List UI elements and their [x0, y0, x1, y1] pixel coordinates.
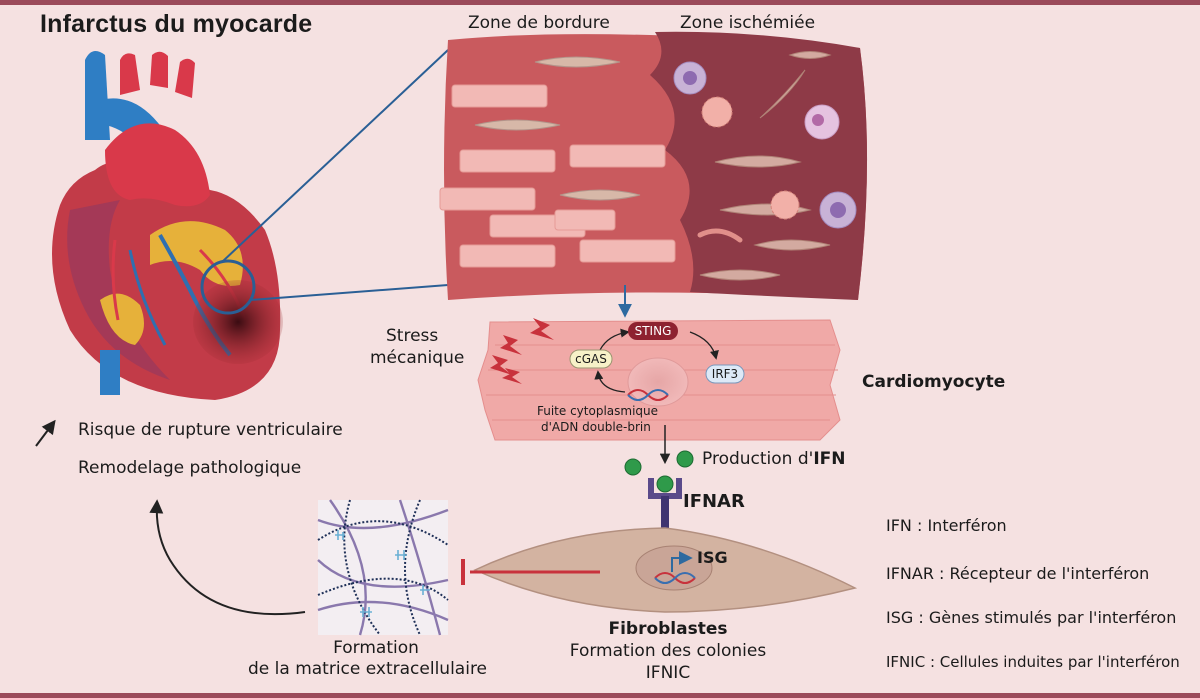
border-zone-label: Zone de bordure — [468, 13, 610, 33]
matrix-label-line1: Formation — [333, 638, 419, 658]
ifn-production-label: Production d'IFN — [702, 449, 846, 469]
colony-formation-label: Formation des colonies — [569, 641, 767, 661]
sting-box-label: STING — [634, 324, 672, 338]
irf3-box-label: IRF3 — [711, 367, 739, 381]
top-border — [0, 0, 1200, 5]
tissue-panel — [439, 31, 868, 301]
figure-title: Infarctus du myocarde — [40, 10, 313, 38]
rupture-risk-label: Risque de rupture ventriculaire — [78, 420, 343, 440]
ifnar-label: IFNAR — [683, 491, 745, 512]
ifnar-receptor — [648, 478, 682, 531]
legend-item-isg: ISG : Gènes stimulés par l'interféron — [886, 608, 1177, 627]
stress-label-line1: Stress — [386, 326, 439, 346]
cardiomyocyte-cell — [477, 318, 841, 441]
matrix-label-line2: de la matrice extracellulaire — [248, 659, 488, 679]
legend-item-ifnic: IFNIC : Cellules induites par l'interfér… — [886, 653, 1180, 671]
zoom-line-bottom — [249, 284, 449, 301]
heart-illustration — [52, 51, 283, 400]
cgas-box-label: cGAS — [575, 352, 607, 366]
ifnic-label: IFNIC — [645, 663, 691, 683]
legend-item-ifn: IFN : Interféron — [886, 516, 1007, 535]
legend-item-ifnar: IFNAR : Récepteur de l'interféron — [886, 564, 1150, 583]
remodeling-label: Remodelage pathologique — [78, 458, 302, 478]
ifn-production-prefix: Production d' — [702, 449, 814, 469]
fibroblasts-label: Fibroblastes — [608, 619, 728, 639]
isg-label: ISG — [697, 548, 728, 567]
extracellular-matrix — [317, 499, 449, 636]
ischemic-zone-label: Zone ischémiée — [680, 13, 816, 33]
dna-leak-label-line2: d'ADN double-brin — [541, 420, 651, 434]
bottom-border — [0, 693, 1200, 698]
fibroblast-cell — [473, 527, 858, 613]
dna-leak-label-line1: Fuite cytoplasmique — [537, 404, 659, 418]
ifn-molecules — [624, 450, 694, 493]
ifn-production-ifn: IFN — [813, 449, 846, 469]
zoom-line-top — [221, 49, 449, 263]
cardiomyocyte-label: Cardiomyocyte — [862, 372, 1006, 392]
stress-label-line2: mécanique — [370, 348, 465, 368]
